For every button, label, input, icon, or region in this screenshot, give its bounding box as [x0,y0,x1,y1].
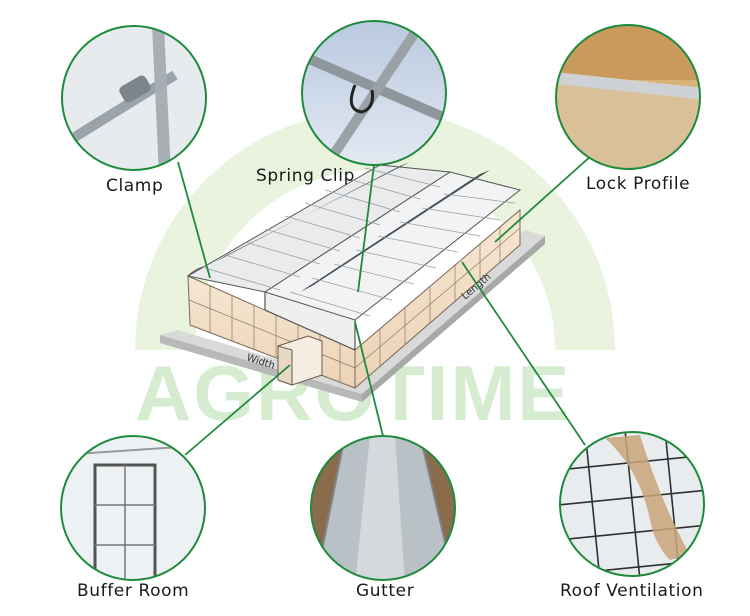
clamp-label: Clamp [106,176,164,196]
roof-ventilation-detail-circle [559,431,705,577]
greenhouse-structure [186,162,522,390]
callout-lines [177,154,593,456]
roof-ventilation-label: Roof Ventilation [560,581,704,601]
buffer-room-detail-circle [60,435,206,581]
spring-clip-detail-circle [301,20,447,166]
clamp-detail-circle [61,25,207,171]
gutter-detail-circle [310,435,456,581]
lock-profile-label: Lock Profile [586,174,691,194]
gutter-label: Gutter [356,581,415,601]
lock-profile-detail-circle [555,24,701,170]
spring-clip-label: Spring Clip [256,166,355,186]
buffer-room-label: Buffer Room [77,581,190,601]
